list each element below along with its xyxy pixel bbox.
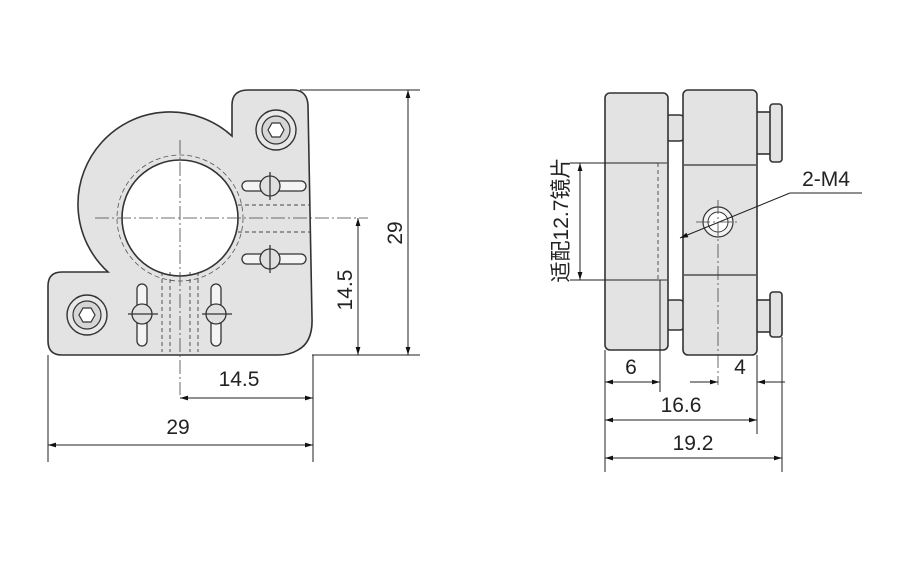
lens-size-label: 适配12.7镜片 <box>550 158 573 283</box>
dim-hole-offset: 4 <box>734 356 746 379</box>
hex-screw-top-icon <box>255 109 297 151</box>
dim-width-total: 19.2 <box>673 432 714 455</box>
dim-vertical-full: 29 <box>384 221 407 244</box>
slot-pin-upper-icon <box>241 172 307 200</box>
slot-pin-left-icon <box>128 283 158 347</box>
bolt-top-icon <box>755 103 783 163</box>
clamp-block-left <box>604 92 669 351</box>
bolt-bottom-icon <box>755 291 783 338</box>
slot-pin-lower-icon <box>241 245 307 273</box>
dim-vertical-half: 14.5 <box>334 270 357 311</box>
dim-horizontal-half: 14.5 <box>219 368 260 391</box>
side-view: 2-M4 适配12.7镜片 6 4 16.6 19.2 <box>550 89 862 472</box>
dim-width-body: 16.6 <box>661 394 702 417</box>
slot-pin-right-icon <box>202 283 232 347</box>
dim-thickness: 6 <box>625 356 637 379</box>
hex-screw-bottom-icon <box>66 294 108 336</box>
front-view: 14.5 29 14.5 29 <box>47 89 420 462</box>
dim-horizontal-full: 29 <box>166 416 189 439</box>
thread-callout: 2-M4 <box>802 168 850 191</box>
